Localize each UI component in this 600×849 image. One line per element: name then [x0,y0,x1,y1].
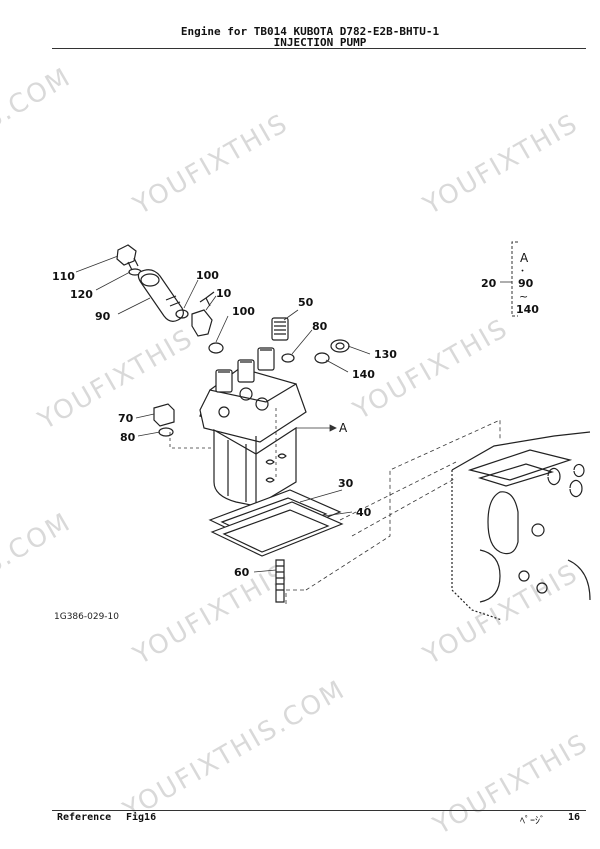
reference-bracket [511,241,518,317]
callout-70: 70 [118,412,134,425]
pump-drawing [116,244,591,621]
bracket-range-start: 90 [518,277,534,290]
bracket-range-end: 140 [516,303,539,316]
callout-90: 90 [95,310,111,323]
callout-140: 140 [352,368,375,381]
watermark-text: YOUFIXTHIS.COM [118,675,351,827]
callout-80-upper: 80 [312,320,328,333]
watermark-text: YOUFIXTHIS [418,558,584,671]
footer-page-label: ﾍﾟｰｼﾞ [520,816,545,827]
footer-divider [52,810,586,811]
footer-page-number: 16 [568,812,581,823]
watermark-layer: S.COM YOUFIXTHIS YOUFIXTHIS YOUFIXTHIS Y… [0,62,594,841]
callout-50: 50 [298,296,314,309]
callout-10: 10 [216,287,232,300]
bracket-view-label: A [520,251,529,265]
header-title-line: Engine for TB014 KUBOTA D782-E2B-BHTU-1 [180,25,440,38]
watermark-text: YOUFIXTHIS [418,108,584,221]
watermark-text: YOUFIXTHIS [128,108,294,221]
watermark-text: YOUFIXTHIS [128,558,294,671]
callout-30: 30 [338,477,354,490]
callout-40: 40 [356,506,372,519]
watermark-text: YOUFIXTHIS [428,728,594,841]
watermark-text: S.COM [0,507,76,581]
figure-code: 1G386-029-10 [54,612,120,622]
header-divider [52,48,586,49]
leader-lines [75,255,512,604]
callout-80-lower: 80 [120,431,136,444]
callout-20: 20 [481,277,497,290]
bracket-tilde: ~ [519,290,528,303]
watermark-text: S.COM [0,62,76,136]
page-title: INJECTION PUMP [273,36,367,49]
callout-110: 110 [52,270,75,283]
callout-60: 60 [234,566,250,579]
callout-100-upper: 100 [196,269,219,282]
view-arrow-label: A [339,421,348,435]
footer-reference-label: Reference [57,812,112,823]
callout-100-lower: 100 [232,305,255,318]
footer-fig-label: Fig16 [126,812,157,823]
bracket-dot: ・ [518,267,527,277]
callout-120: 120 [70,288,93,301]
callout-130: 130 [374,348,397,361]
